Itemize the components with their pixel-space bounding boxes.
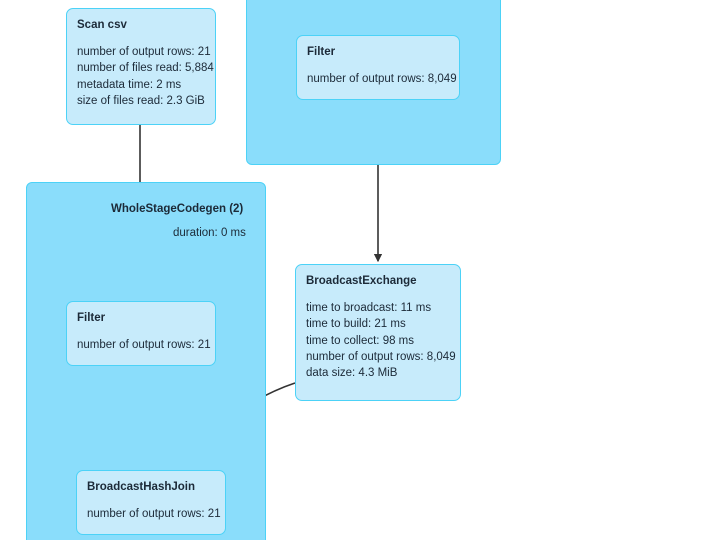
metric-data-size: data size: 4.3 MiB <box>306 367 398 380</box>
metric-number-of-output-rows: number of output rows: 21 <box>87 508 221 520</box>
cluster-wholestagecodegen-2-title: WholeStageCodegen (2) <box>111 203 244 215</box>
node-filter-top[interactable]: Filter number of output rows: 8,049 <box>296 35 460 100</box>
node-filter-top-metrics: number of output rows: 8,049 <box>307 71 457 87</box>
metric-number-of-output-rows: number of output rows: 8,049 <box>307 73 457 85</box>
metric-metadata-time: metadata time: 2 ms <box>77 78 182 91</box>
node-broadcast-exchange[interactable]: BroadcastExchange time to broadcast: 11 … <box>295 264 461 401</box>
node-broadcast-hash-join[interactable]: BroadcastHashJoin number of output rows:… <box>76 470 226 535</box>
node-broadcast-hash-join-title: BroadcastHashJoin <box>87 481 196 493</box>
metric-number-of-output-rows: number of output rows: 21 <box>77 46 211 58</box>
metric-size-of-files-read: size of files read: 2.3 GiB <box>77 94 205 107</box>
node-filter-codegen-title: Filter <box>77 312 106 324</box>
metric-number-of-output-rows: number of output rows: 8,049 <box>306 350 456 363</box>
node-broadcast-exchange-title: BroadcastExchange <box>306 275 417 287</box>
node-scan-csv[interactable]: Scan csv number of output rows: 21 numbe… <box>66 8 216 125</box>
node-scan-csv-metrics: number of output rows: 21 number of file… <box>77 44 214 109</box>
node-broadcast-exchange-metrics: time to broadcast: 11 ms time to build: … <box>306 300 456 381</box>
node-filter-codegen-metrics: number of output rows: 21 <box>77 337 211 353</box>
node-filter-top-title: Filter <box>307 46 336 58</box>
metric-time-to-build: time to build: 21 ms <box>306 318 406 331</box>
metric-time-to-collect: time to collect: 98 ms <box>306 334 415 347</box>
cluster-wholestagecodegen-2-duration: duration: 0 ms <box>173 227 246 239</box>
node-scan-csv-title: Scan csv <box>77 19 127 31</box>
metric-number-of-files-read: number of files read: 5,884 <box>77 62 214 75</box>
node-broadcast-hash-join-metrics: number of output rows: 21 <box>87 506 221 522</box>
metric-time-to-broadcast: time to broadcast: 11 ms <box>306 302 432 314</box>
metric-number-of-output-rows: number of output rows: 21 <box>77 339 211 351</box>
node-filter-codegen[interactable]: Filter number of output rows: 21 <box>66 301 216 366</box>
